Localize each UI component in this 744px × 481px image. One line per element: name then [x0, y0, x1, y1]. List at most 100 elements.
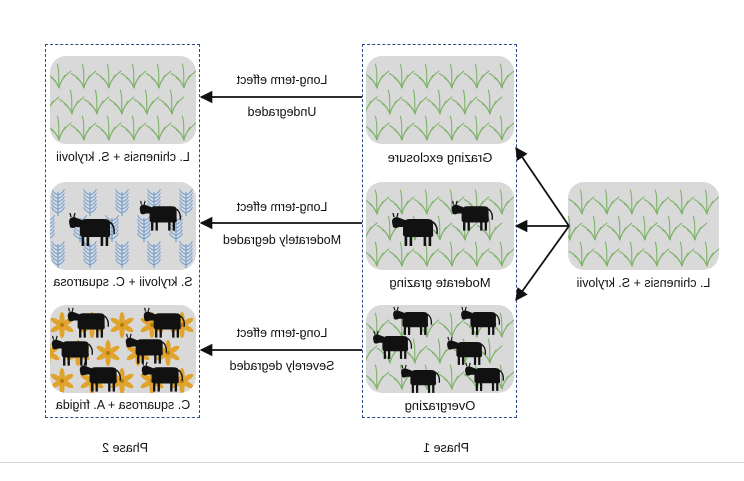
- grass-icon: [170, 63, 196, 89]
- grass-icon: [643, 189, 670, 215]
- grass-icon: [693, 241, 719, 267]
- grass-icon: [376, 89, 403, 115]
- yellow-plant-icon: [156, 340, 180, 366]
- grass-icon: [476, 89, 503, 115]
- cattle-icon: [143, 307, 186, 338]
- cattle-icon: [373, 330, 413, 359]
- grass-icon: [366, 241, 390, 267]
- cattle-icon: [461, 306, 501, 335]
- grass-icon: [120, 115, 147, 141]
- grass-icon: [366, 189, 390, 215]
- grass-icon: [366, 115, 390, 141]
- arrow-to-overgrazing: [515, 225, 570, 302]
- blue-plant-icon: [147, 241, 161, 268]
- grass-icon: [413, 189, 440, 215]
- blue-plant-icon: [83, 241, 97, 268]
- severe-community-label: C. squarrosa + A. frigida: [55, 398, 191, 412]
- overgrazing-tile-art: [366, 306, 514, 393]
- effect-label-3: Long-term effect: [236, 326, 328, 340]
- grass-icon: [438, 63, 465, 89]
- grass-icon: [366, 96, 378, 115]
- phase2-label: Phase 2: [102, 441, 148, 455]
- initial-community-tile: [568, 182, 719, 270]
- effect-label-2: Long-term effect: [236, 200, 328, 214]
- grass-icon: [463, 241, 490, 267]
- severely-degraded-community-tile: [50, 305, 196, 393]
- state-label-undegraded: Undegraded: [247, 105, 317, 119]
- initial-community-tile-art: [568, 189, 719, 267]
- cattle-icon: [465, 362, 505, 391]
- grass-icon: [170, 115, 196, 141]
- grass-icon: [120, 63, 147, 89]
- cattle-icon: [447, 336, 487, 365]
- moderately-degraded-community-tile: [50, 182, 196, 270]
- grass-icon: [438, 115, 465, 141]
- grass-icon: [108, 89, 135, 115]
- cattle-icon: [392, 212, 438, 246]
- grass-icon: [463, 63, 490, 89]
- grass-icon: [568, 241, 595, 267]
- grass-icon: [643, 241, 670, 267]
- undegraded-community-tile: [50, 56, 196, 144]
- cattle-icon: [79, 361, 122, 392]
- undegraded-community-tile-art: [50, 63, 196, 141]
- phase1-label: Phase 1: [423, 441, 469, 455]
- overgrazing-label: Overgrazing: [404, 398, 476, 413]
- cattle-icon: [451, 200, 494, 231]
- undegraded-community-label: L. chinensis + S. krylovii: [56, 150, 190, 164]
- blue-plant-icon: [83, 189, 97, 216]
- grass-icon: [50, 115, 72, 141]
- cattle-icon: [67, 307, 110, 338]
- grass-icon: [488, 241, 514, 267]
- grass-icon: [681, 215, 708, 241]
- blue-plant-icon: [50, 215, 55, 240]
- grass-icon: [451, 89, 478, 115]
- bottom-divider: [0, 462, 744, 463]
- moderately-degraded-community-tile-art: [50, 189, 193, 268]
- grass-icon: [426, 89, 453, 115]
- grass-icon: [476, 215, 503, 241]
- grass-icon: [581, 215, 608, 241]
- blue-plant-icon: [137, 215, 151, 242]
- grass-icon: [668, 241, 695, 267]
- grass-icon: [388, 63, 415, 89]
- grass-icon: [388, 189, 415, 215]
- grass-icon: [413, 115, 440, 141]
- grass-icon: [618, 189, 645, 215]
- blue-plant-icon: [115, 189, 129, 216]
- moderate-grazing-tile-art: [366, 189, 514, 267]
- grass-icon: [488, 115, 514, 141]
- grass-icon: [50, 96, 60, 115]
- grass-icon: [593, 241, 620, 267]
- grass-icon: [668, 189, 695, 215]
- blue-plant-icon: [179, 241, 193, 268]
- cattle-icon: [141, 361, 184, 392]
- cattle-icon: [125, 333, 168, 364]
- arrow-to-exclosure: [515, 146, 570, 227]
- grass-icon: [631, 215, 658, 241]
- grass-icon: [463, 115, 490, 141]
- grass-icon: [133, 89, 160, 115]
- grass-icon: [388, 241, 415, 267]
- moderate-community-label: S. krylovii + C. squarrosa: [53, 275, 193, 289]
- grass-icon: [366, 364, 390, 390]
- blue-plant-icon: [179, 189, 193, 216]
- grass-icon: [83, 89, 110, 115]
- overgrazing-tile: [366, 305, 514, 393]
- grass-icon: [366, 345, 378, 364]
- cattle-icon: [139, 200, 182, 231]
- blue-plant-icon: [51, 189, 65, 216]
- grass-icon: [618, 241, 645, 267]
- moderate-grazing-tile: [366, 182, 514, 270]
- moderate-grazing-label: Moderate grazing: [389, 275, 491, 290]
- grass-icon: [95, 115, 122, 141]
- cattle-icon: [393, 306, 433, 335]
- state-label-moderate: Moderately degraded: [222, 233, 342, 247]
- grass-icon: [438, 241, 465, 267]
- effect-label-1: Long-term effect: [236, 73, 328, 87]
- yellow-plant-icon: [110, 312, 134, 338]
- grass-icon: [451, 215, 478, 241]
- grass-icon: [488, 63, 514, 89]
- grass-icon: [158, 89, 185, 115]
